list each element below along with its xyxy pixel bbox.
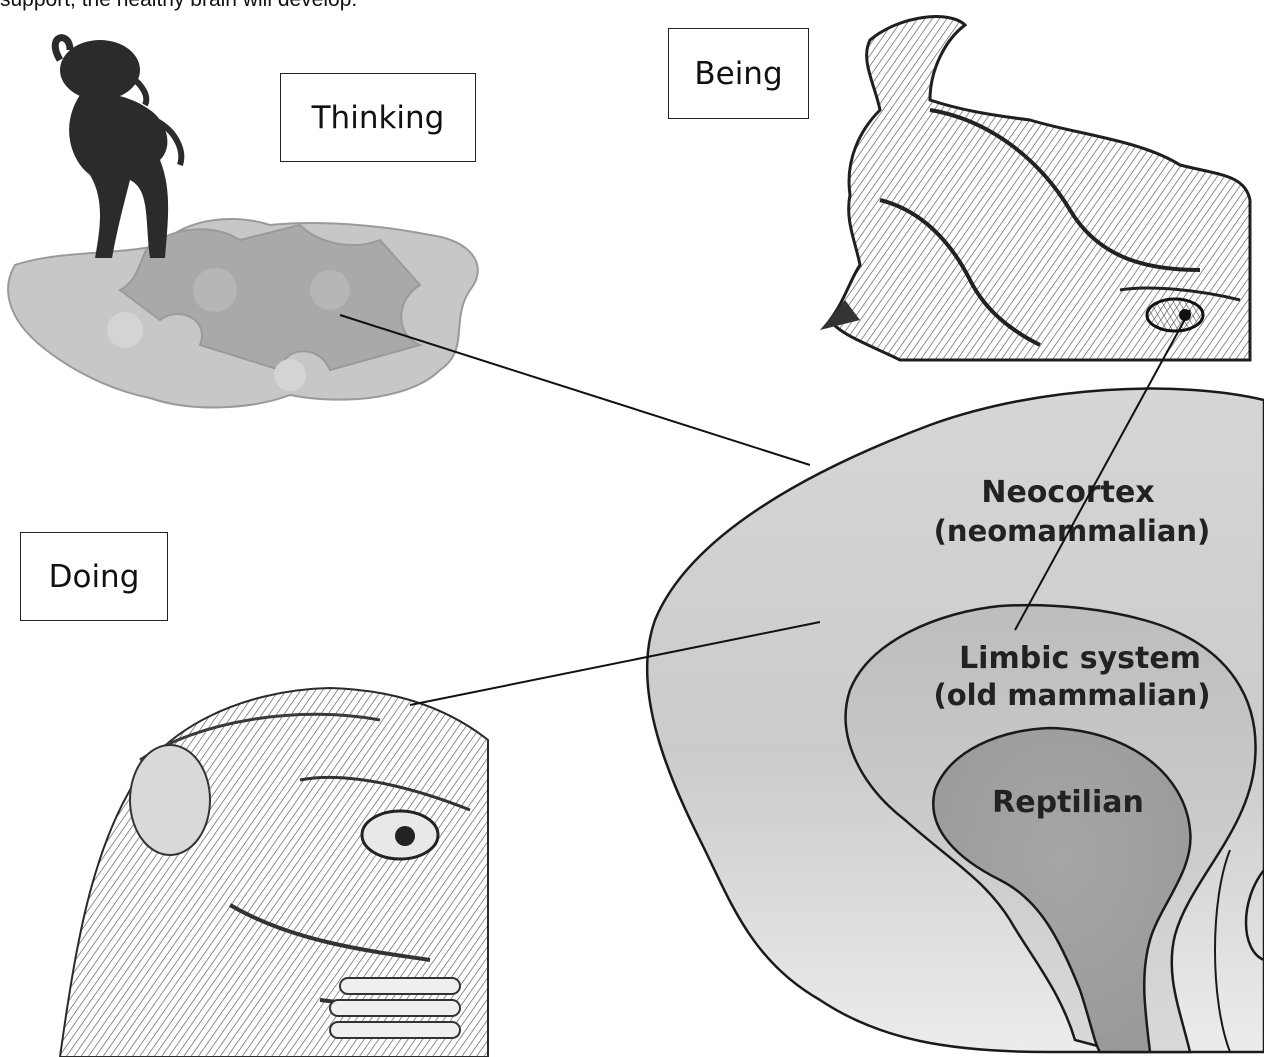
doing-illustration <box>60 688 488 1057</box>
chimp-fingers <box>330 978 460 1038</box>
brain-diagram: Neocortex (neomammalian) Limbic system (… <box>647 389 1264 1052</box>
thinking-label: Thinking <box>280 73 476 162</box>
being-label: Being <box>668 28 809 119</box>
thinker-silhouette <box>55 38 181 258</box>
neocortex-title: Neocortex <box>981 475 1154 510</box>
neocortex-subtitle: (neomammalian) <box>934 514 1211 548</box>
reptilian-title: Reptilian <box>992 785 1144 820</box>
doing-label: Doing <box>20 532 168 621</box>
limbic-title: Limbic system <box>959 641 1201 676</box>
limbic-subtitle: (old mammalian) <box>933 678 1210 712</box>
connector-thinking-neocortex <box>340 315 810 465</box>
puzzle-pieces <box>8 219 478 407</box>
being-illustration <box>820 17 1250 360</box>
